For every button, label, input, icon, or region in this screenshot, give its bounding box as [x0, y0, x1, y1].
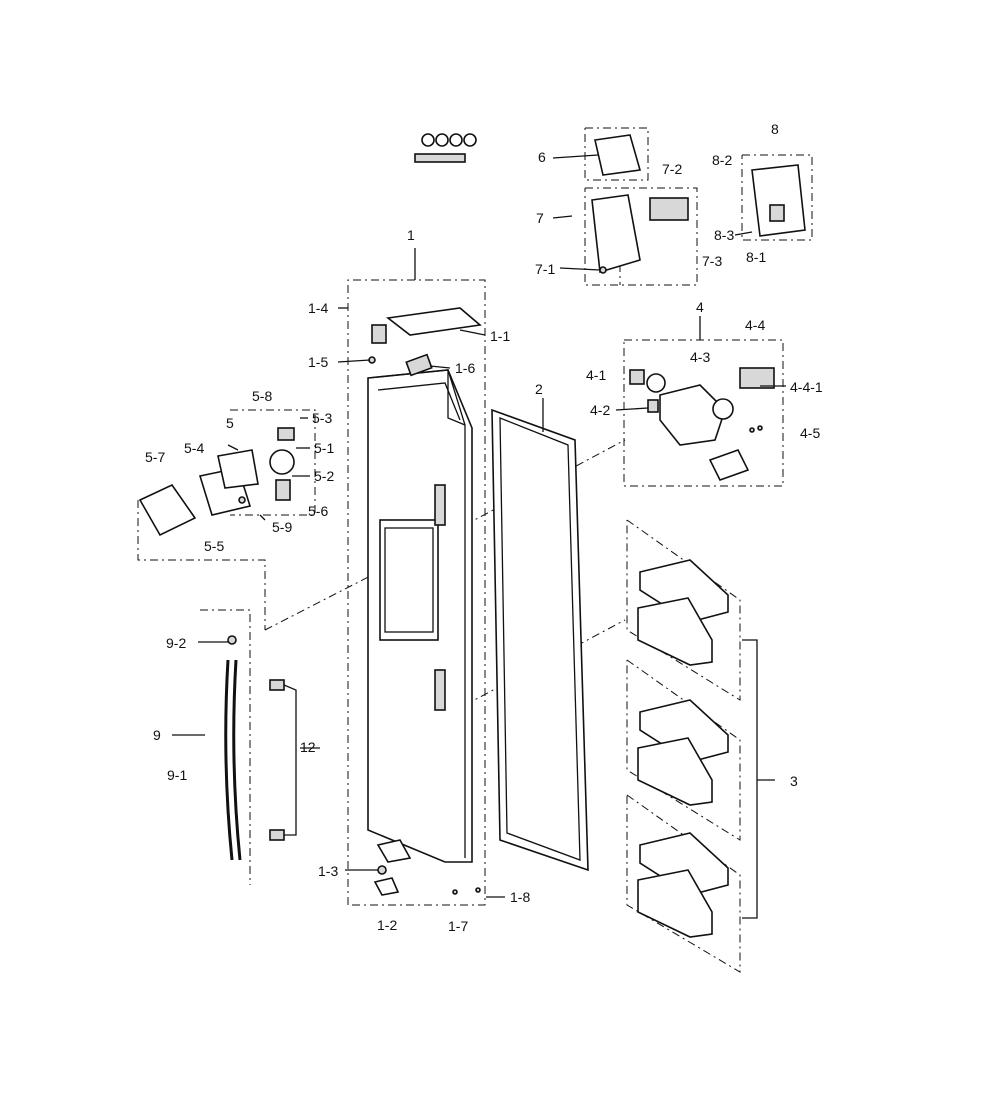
label-8-3: 8-3: [714, 227, 734, 243]
label-5-5: 5-5: [204, 538, 224, 554]
ice-maker-parts: [591, 194, 689, 274]
label-5-6: 5-6: [308, 503, 328, 519]
label-1-4: 1-4: [308, 300, 328, 316]
part-8: [751, 164, 806, 237]
leader-lines: [172, 154, 786, 898]
label-5-8: 5-8: [252, 388, 272, 404]
part-labels: 1 1-1 1-2 1-3 1-4 1-5 1-6 1-7 1-8 2 3 4 …: [145, 121, 823, 934]
label-5-3: 5-3: [312, 410, 332, 426]
label-8-2: 8-2: [712, 152, 732, 168]
label-1-1: 1-1: [490, 328, 510, 344]
label-9: 9: [153, 727, 161, 743]
label-5: 5: [226, 415, 234, 431]
label-7-2: 7-2: [662, 161, 682, 177]
label-1-5: 1-5: [308, 354, 328, 370]
label-5-2: 5-2: [314, 468, 334, 484]
door-gasket: [491, 408, 589, 872]
label-1-2: 1-2: [377, 917, 397, 933]
part-6: [594, 134, 642, 176]
top-cap-part: [386, 307, 482, 336]
label-9-1: 9-1: [167, 767, 187, 783]
label-6: 6: [538, 149, 546, 165]
label-5-1: 5-1: [314, 440, 334, 456]
small-hardware: [414, 133, 477, 163]
door-assembly: [367, 307, 482, 896]
label-3: 3: [790, 773, 798, 789]
label-7: 7: [536, 210, 544, 226]
control-panel-parts: [138, 427, 295, 537]
door-handle: [224, 635, 297, 861]
dispenser-parts: [629, 367, 775, 481]
label-7-3: 7-3: [702, 253, 722, 269]
label-4-4: 4-4: [745, 317, 765, 333]
label-1-6: 1-6: [455, 360, 475, 376]
label-4-2: 4-2: [590, 402, 610, 418]
label-5-7: 5-7: [145, 449, 165, 465]
label-4-4-1: 4-4-1: [790, 379, 823, 395]
label-4-1: 4-1: [586, 367, 606, 383]
label-1-7: 1-7: [448, 918, 468, 934]
hinge-part: [371, 324, 387, 344]
label-4-3: 4-3: [690, 349, 710, 365]
label-5-4: 5-4: [184, 440, 204, 456]
label-8-1: 8-1: [746, 249, 766, 265]
label-4: 4: [696, 299, 704, 315]
label-8: 8: [771, 121, 779, 137]
label-2: 2: [535, 381, 543, 397]
label-1-3: 1-3: [318, 863, 338, 879]
label-4-5: 4-5: [800, 425, 820, 441]
door-bins: [637, 559, 758, 938]
label-1-8: 1-8: [510, 889, 530, 905]
label-1: 1: [407, 227, 415, 243]
label-9-2: 9-2: [166, 635, 186, 651]
label-7-1: 7-1: [535, 261, 555, 277]
label-12: 12: [300, 739, 316, 755]
label-5-9: 5-9: [272, 519, 292, 535]
